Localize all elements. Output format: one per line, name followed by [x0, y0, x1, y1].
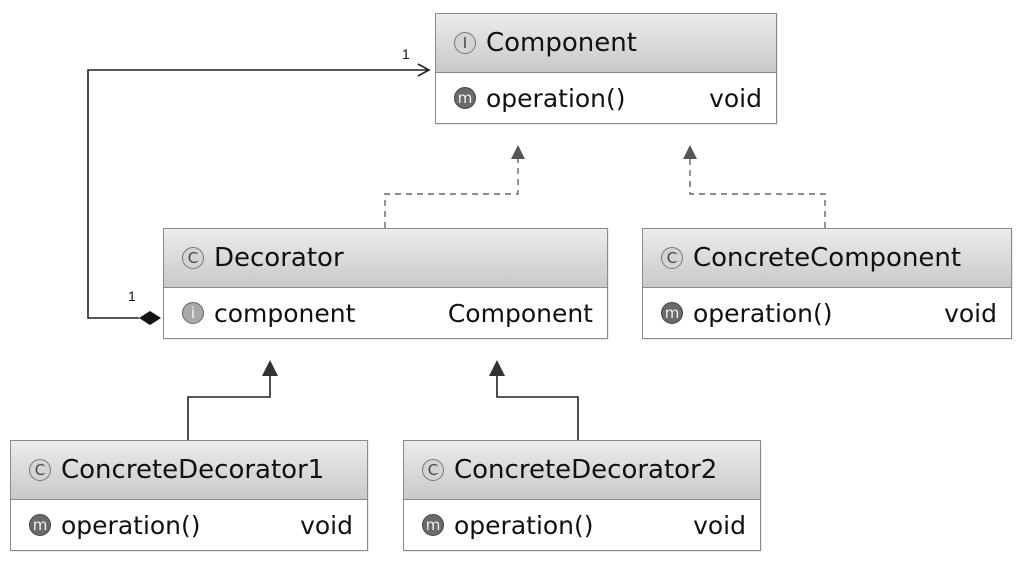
- class-decorator[interactable]: C Decorator i component Component: [163, 228, 608, 339]
- realization-decorator: [384, 145, 525, 228]
- multiplicity-target: 1: [402, 46, 410, 62]
- member-type: void: [709, 83, 762, 113]
- member-name: operation(): [61, 510, 201, 540]
- class-name: Decorator: [214, 243, 344, 273]
- aggregation-line: [87, 63, 431, 319]
- realization-concrete-component: [683, 145, 826, 228]
- member-name: operation(): [454, 510, 594, 540]
- member-type: void: [944, 298, 997, 328]
- class-member: m operation() void: [436, 73, 776, 123]
- member-type: Component: [447, 298, 593, 328]
- generalization-decorator1: [187, 360, 278, 440]
- class-icon: C: [182, 247, 204, 269]
- class-concrete-decorator2[interactable]: C ConcreteDecorator2 m operation() void: [403, 440, 761, 551]
- member-name: operation(): [486, 83, 626, 113]
- aggregation-diamond: [139, 311, 161, 325]
- member-name: operation(): [693, 298, 833, 328]
- class-decorator-header: C Decorator: [164, 229, 607, 288]
- field-icon: i: [182, 302, 204, 324]
- aggregation-relation: [87, 63, 431, 325]
- class-icon: C: [422, 459, 444, 481]
- interface-icon: I: [454, 32, 476, 54]
- class-member: m operation() void: [643, 288, 1011, 338]
- class-concrete-decorator1[interactable]: C ConcreteDecorator1 m operation() void: [10, 440, 368, 551]
- class-member: m operation() void: [404, 500, 760, 550]
- class-name: Component: [486, 28, 637, 58]
- generalization-decorator2: [489, 360, 579, 440]
- class-concrete-component-header: C ConcreteComponent: [643, 229, 1011, 288]
- class-component[interactable]: I Component m operation() void: [435, 13, 777, 124]
- method-icon: m: [29, 514, 51, 536]
- class-name: ConcreteDecorator2: [454, 455, 718, 485]
- class-concrete-decorator2-header: C ConcreteDecorator2: [404, 441, 760, 500]
- class-icon: C: [661, 247, 683, 269]
- class-component-header: I Component: [436, 14, 776, 73]
- class-name: ConcreteComponent: [693, 243, 962, 273]
- class-concrete-component[interactable]: C ConcreteComponent m operation() void: [642, 228, 1012, 339]
- class-name: ConcreteDecorator1: [61, 455, 325, 485]
- class-member: i component Component: [164, 288, 607, 338]
- member-type: void: [693, 510, 746, 540]
- method-icon: m: [454, 87, 476, 109]
- multiplicity-source: 1: [128, 288, 136, 304]
- member-type: void: [300, 510, 353, 540]
- member-name: component: [214, 298, 356, 328]
- method-icon: m: [422, 514, 444, 536]
- class-concrete-decorator1-header: C ConcreteDecorator1: [11, 441, 367, 500]
- method-icon: m: [661, 302, 683, 324]
- class-member: m operation() void: [11, 500, 367, 550]
- class-icon: C: [29, 459, 51, 481]
